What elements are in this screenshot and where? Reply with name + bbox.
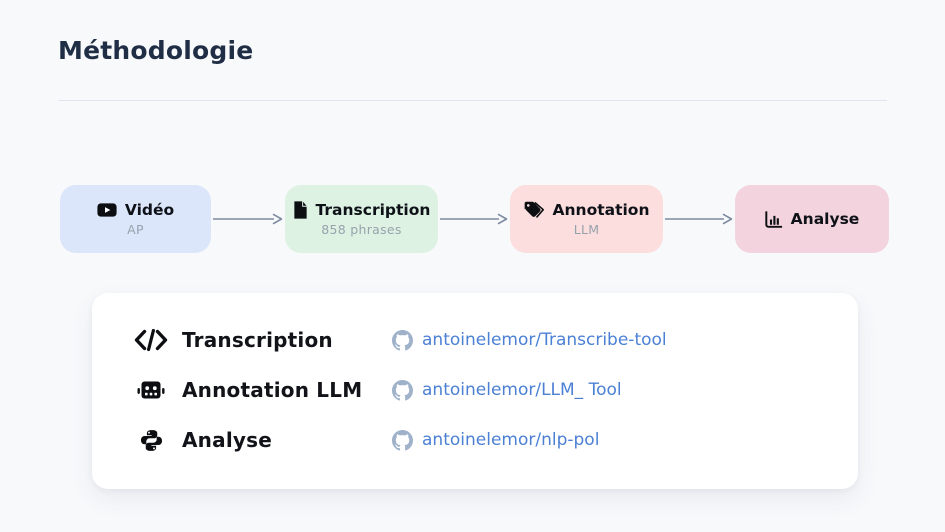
flow-step-label: Analyse: [790, 210, 860, 228]
tags-icon: [524, 201, 545, 219]
page-title: Méthodologie: [58, 36, 254, 65]
github-icon: [392, 429, 413, 451]
divider: [58, 100, 887, 101]
repo-text: antoinelemor/LLM_ Tool: [422, 380, 622, 400]
tools-card: Transcription antoinelemor/Transcribe-to…: [92, 293, 858, 489]
repo-text: antoinelemor/Transcribe-tool: [422, 330, 667, 350]
youtube-icon: [97, 202, 117, 218]
flow-step-transcription: Transcription 858 phrases: [285, 185, 438, 253]
file-icon: [293, 201, 308, 219]
flow-step-label: Vidéo: [124, 201, 175, 219]
code-icon: [133, 328, 169, 352]
tool-name: Annotation LLM: [182, 378, 363, 402]
tool-row-analyse: Analyse antoinelemor/nlp-pol: [133, 415, 858, 465]
robot-icon: [133, 379, 169, 401]
arrow-icon: [213, 213, 283, 225]
repo-text: antoinelemor/nlp-pol: [422, 430, 600, 450]
arrow-icon: [440, 213, 508, 225]
python-icon: [133, 429, 169, 452]
flow-step-sublabel: 858 phrases: [321, 222, 402, 237]
tool-row-transcription: Transcription antoinelemor/Transcribe-to…: [133, 315, 858, 365]
tool-name: Transcription: [182, 328, 333, 352]
tool-name: Analyse: [182, 428, 272, 452]
tool-row-annotation-llm: Annotation LLM antoinelemor/LLM_ Tool: [133, 365, 858, 415]
arrow-icon: [665, 213, 733, 225]
flow-step-analyse: Analyse: [735, 185, 889, 253]
flow-step-sublabel: LLM: [573, 222, 600, 237]
flow-step-sublabel: AP: [127, 222, 144, 237]
flow-step-label: Transcription: [315, 201, 431, 219]
flow-step-annotation: Annotation LLM: [510, 185, 663, 253]
flow-step-video: Vidéo AP: [60, 185, 211, 253]
chart-icon: [765, 210, 783, 228]
repo-link-nlp-pol[interactable]: antoinelemor/nlp-pol: [392, 429, 600, 451]
github-icon: [392, 329, 413, 351]
flow-step-label: Annotation: [552, 201, 650, 219]
repo-link-transcribe-tool[interactable]: antoinelemor/Transcribe-tool: [392, 329, 667, 351]
repo-link-llm-tool[interactable]: antoinelemor/LLM_ Tool: [392, 379, 622, 401]
github-icon: [392, 379, 413, 401]
